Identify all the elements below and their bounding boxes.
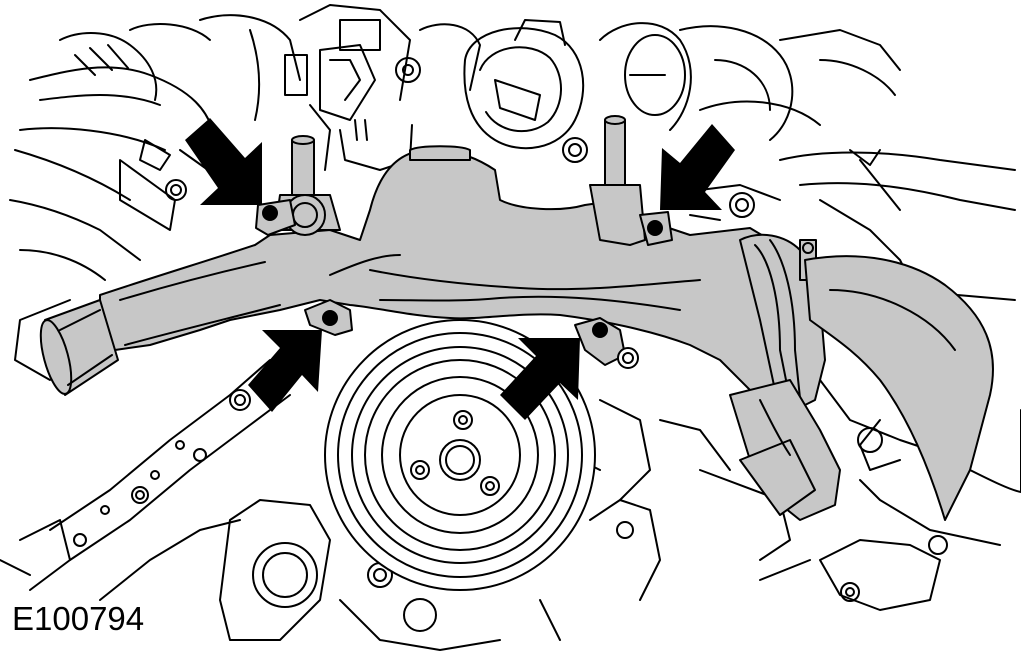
engine-background-linework — [0, 4, 1016, 651]
lower-center-bolt-arrow — [500, 338, 580, 420]
upper-right-bolt-arrow — [660, 124, 735, 210]
upper-left-bolt-arrow — [185, 118, 262, 205]
coolant-outlet-housing — [39, 115, 1021, 521]
lower-left-bolt-arrow — [248, 330, 322, 412]
figure-reference-label: E100794 — [12, 600, 145, 637]
